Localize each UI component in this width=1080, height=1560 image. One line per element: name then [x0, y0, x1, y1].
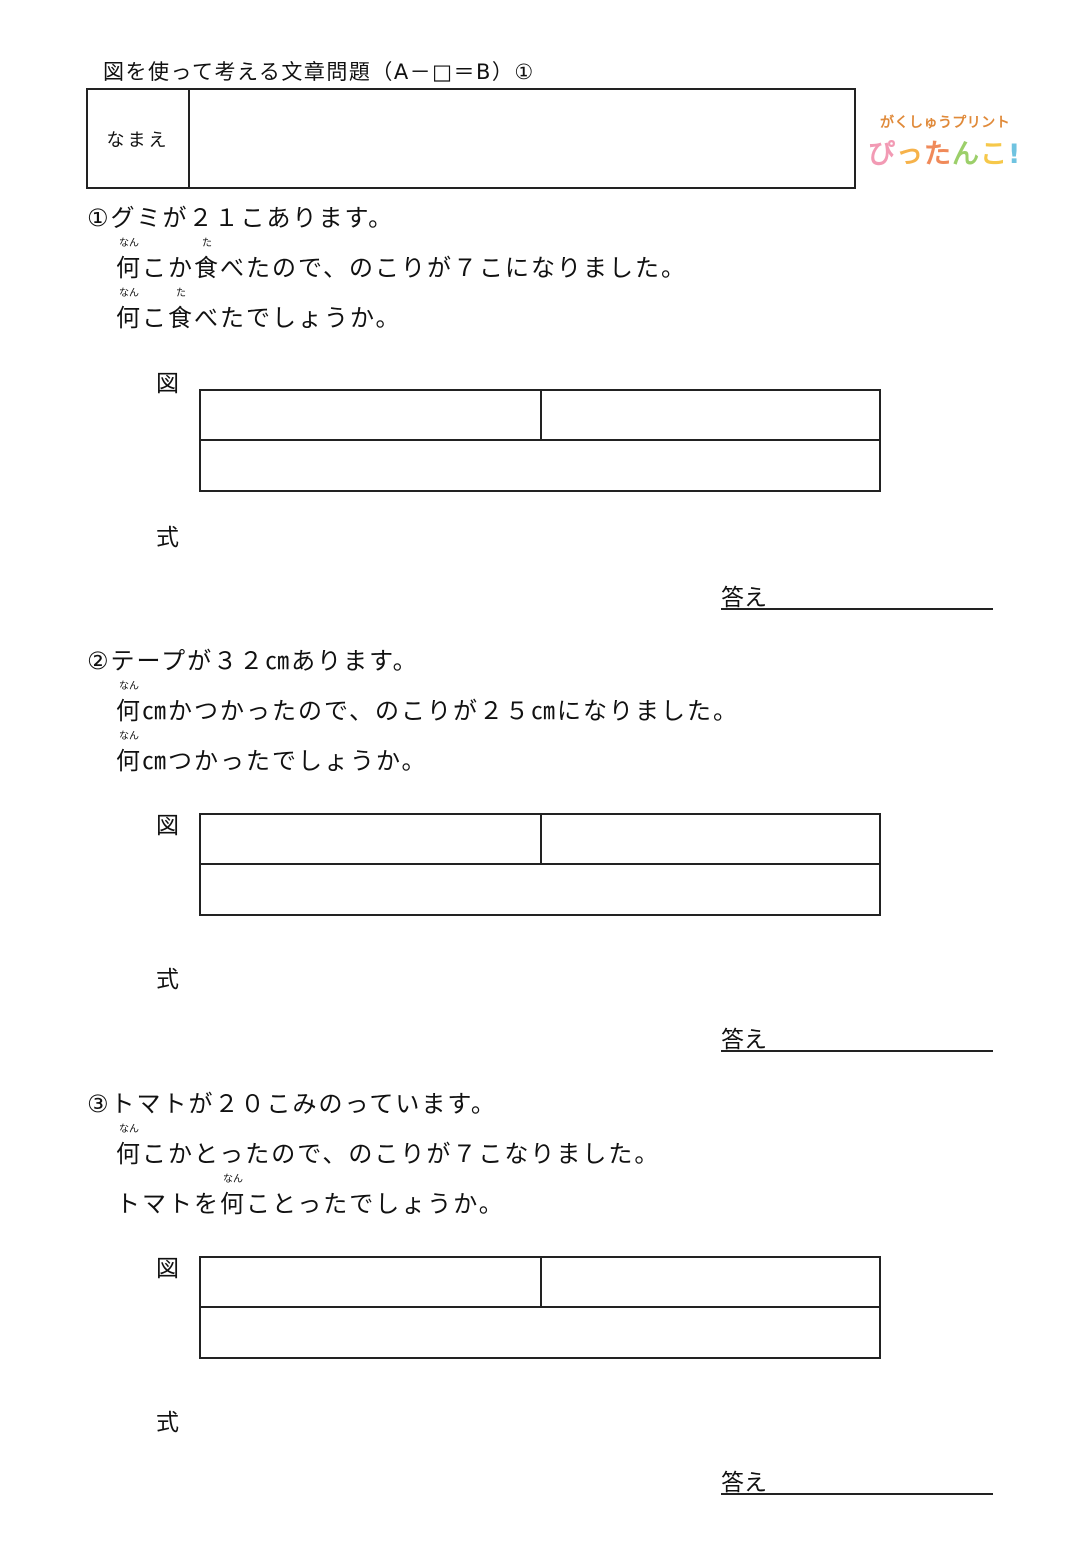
text-segment: べたでしょうか。: [194, 304, 402, 332]
furigana: なん: [119, 1124, 139, 1135]
figure-label: 図: [156, 813, 179, 839]
name-label: なまえ: [88, 90, 190, 187]
problem-3-line-3: トマトをなん何ことったでしょうか。: [116, 1175, 505, 1218]
formula-label: 式: [156, 1410, 179, 1436]
diagram-divider: [540, 1258, 542, 1308]
problem-1-line-3: なん何こた食べたでしょうか。: [116, 289, 402, 332]
tape-diagram-2[interactable]: [199, 813, 881, 916]
text-segment: ことったでしょうか。: [246, 1190, 505, 1218]
problem-number: ①: [87, 204, 111, 232]
text-segment: トマトを: [116, 1190, 220, 1218]
diagram-divider: [540, 815, 542, 865]
worksheet-title: 図を使って考える文章問題（A－□＝B）①: [103, 60, 535, 84]
kanji: 何: [116, 747, 142, 775]
answer-label: 答え: [721, 1027, 767, 1053]
logo-char: こ: [980, 139, 1008, 170]
logo-char: ん: [952, 139, 980, 170]
furigana: た: [176, 288, 186, 299]
name-field-box[interactable]: なまえ: [86, 88, 856, 189]
furigana: なん: [119, 288, 139, 299]
furigana: なん: [119, 238, 139, 249]
problem-text: テープが３２㎝あります。: [110, 647, 419, 675]
text-segment: ㎝かつかったので、のこりが２５㎝になりました。: [142, 697, 740, 725]
ruby-annotated-kanji: なん何: [116, 732, 142, 775]
ruby-annotated-kanji: なん何: [116, 289, 142, 332]
kanji: 何: [116, 1140, 142, 1168]
problem-1-line-1: ①グミが２１こあります。: [87, 206, 394, 230]
answer-line[interactable]: [721, 608, 993, 610]
logo-wordmark: ぴったんこ!: [868, 132, 1021, 171]
figure-label: 図: [156, 371, 179, 397]
problem-2-line-1: ②テープが３２㎝あります。: [87, 649, 419, 673]
logo-char: た: [924, 139, 952, 170]
answer-line[interactable]: [721, 1493, 993, 1495]
problem-number: ②: [87, 647, 111, 675]
logo-char: っ: [896, 139, 924, 170]
furigana: なん: [119, 731, 139, 742]
text-segment: こかとったので、のこりが７こなりました。: [142, 1140, 661, 1168]
problem-2-line-2: なん何㎝かつかったので、のこりが２５㎝になりました。: [116, 682, 740, 725]
logo-char: ぴ: [868, 139, 896, 170]
kanji: 食: [168, 304, 194, 332]
diagram-divider: [540, 391, 542, 441]
problem-3-line-2: なん何こかとったので、のこりが７こなりました。: [116, 1125, 661, 1168]
problem-1-line-2: なん何こかた食べたので、のこりが７こになりました。: [116, 239, 688, 282]
furigana: た: [202, 238, 212, 249]
problem-2-line-3: なん何㎝つかったでしょうか。: [116, 732, 428, 775]
text-segment: べたので、のこりが７こになりました。: [220, 254, 688, 282]
kanji: 何: [116, 254, 142, 282]
tape-diagram-3[interactable]: [199, 1256, 881, 1359]
text-segment: ㎝つかったでしょうか。: [142, 747, 428, 775]
furigana: なん: [223, 1174, 243, 1185]
ruby-annotated-kanji: た食: [168, 289, 194, 332]
formula-label: 式: [156, 525, 179, 551]
problem-number: ③: [87, 1090, 111, 1118]
logo-subtitle: がくしゅうプリント: [880, 115, 1011, 131]
tape-diagram-1[interactable]: [199, 389, 881, 492]
formula-label: 式: [156, 967, 179, 993]
problem-text: グミが２１こあります。: [110, 204, 395, 232]
ruby-annotated-kanji: なん何: [220, 1175, 246, 1218]
logo-char: !: [1008, 139, 1022, 170]
ruby-annotated-kanji: た食: [194, 239, 220, 282]
answer-label: 答え: [721, 1470, 767, 1496]
brand-logo: がくしゅうプリント ぴったんこ!: [868, 108, 1020, 170]
problem-text: トマトが２０こみのっています。: [110, 1090, 497, 1118]
furigana: なん: [119, 681, 139, 692]
answer-label: 答え: [721, 585, 767, 611]
kanji: 何: [220, 1190, 246, 1218]
kanji: 何: [116, 697, 142, 725]
answer-line[interactable]: [721, 1050, 993, 1052]
kanji: 食: [194, 254, 220, 282]
problem-3-line-1: ③トマトが２０こみのっています。: [87, 1092, 497, 1116]
ruby-annotated-kanji: なん何: [116, 239, 142, 282]
text-segment: こ: [142, 304, 168, 332]
text-segment: こか: [142, 254, 194, 282]
ruby-annotated-kanji: なん何: [116, 1125, 142, 1168]
kanji: 何: [116, 304, 142, 332]
ruby-annotated-kanji: なん何: [116, 682, 142, 725]
figure-label: 図: [156, 1256, 179, 1282]
